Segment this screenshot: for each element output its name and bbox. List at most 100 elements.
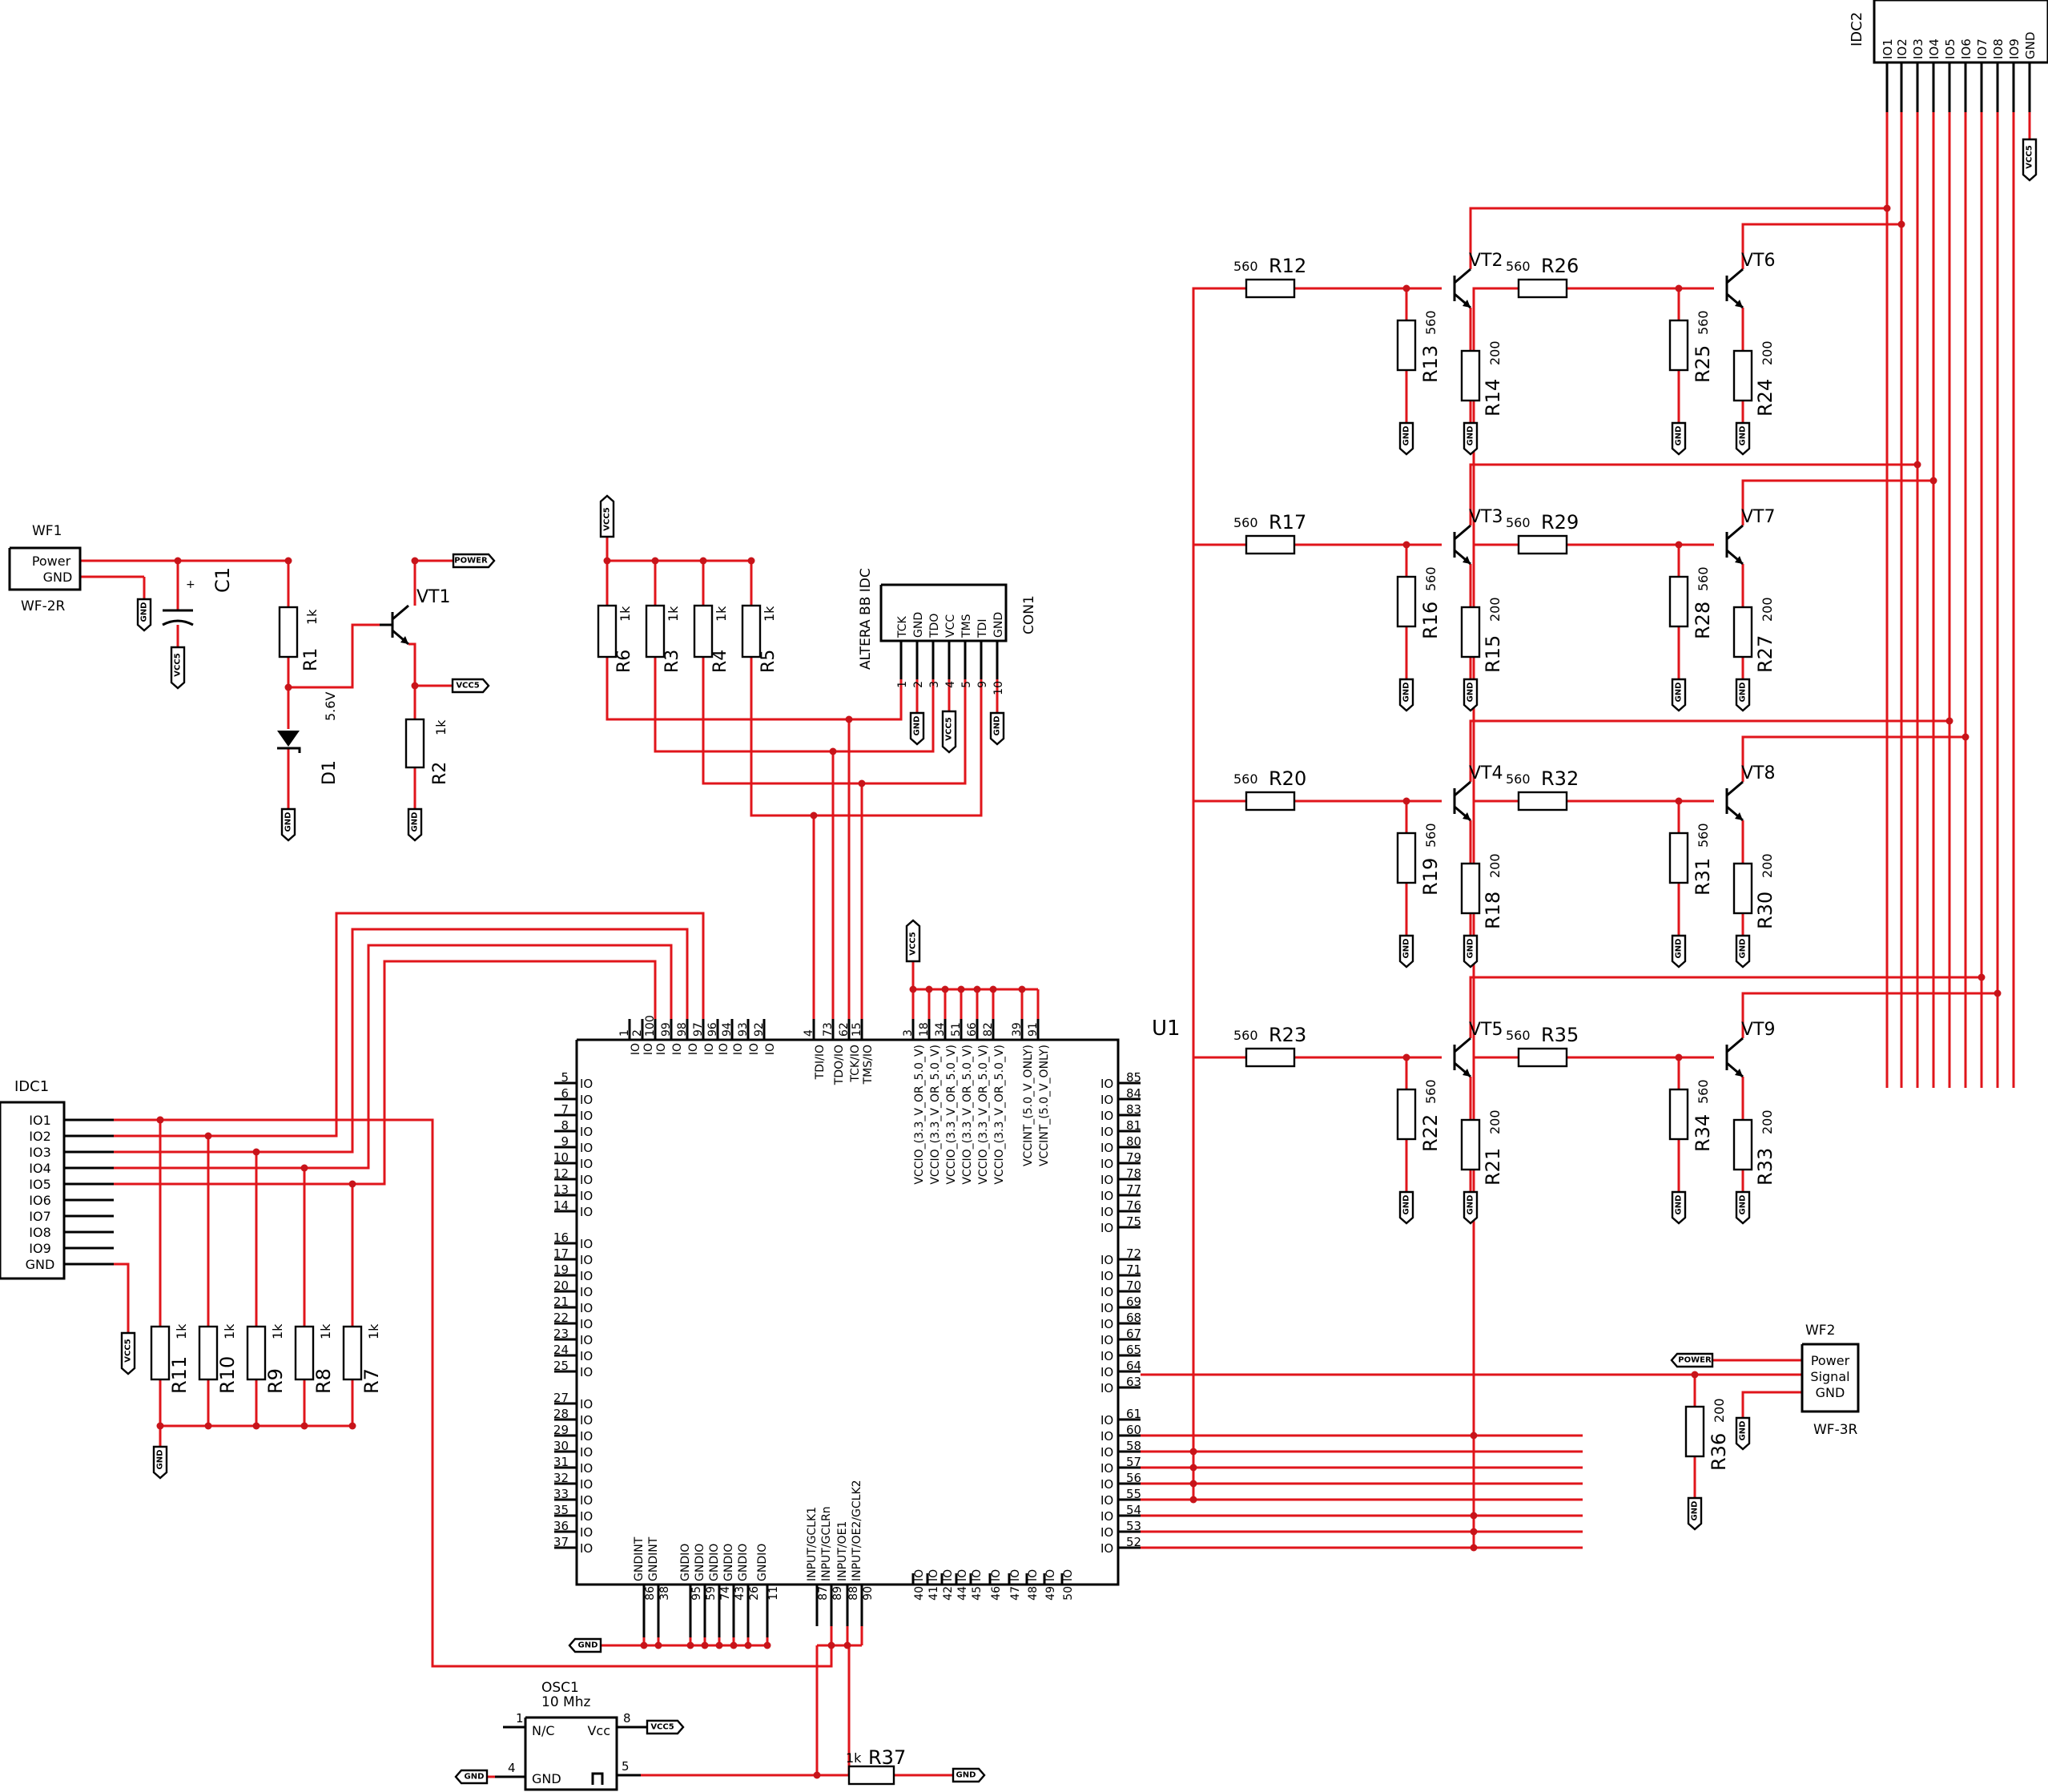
- u1-pin-number: 19: [553, 1262, 569, 1277]
- u1-pin-type: IO: [580, 1541, 593, 1556]
- u1-pin-name: GNDIO: [756, 1544, 769, 1581]
- junction-dot: [989, 985, 997, 993]
- junction-dot: [204, 1422, 212, 1430]
- con1-pin-number: 5: [960, 681, 973, 688]
- junction-dot: [348, 1180, 356, 1188]
- u1-pin-type: IO: [580, 1077, 593, 1091]
- u1-pin-type: IO: [580, 1461, 593, 1476]
- idc2-box: [1873, 0, 2048, 64]
- junction-dot: [925, 985, 933, 993]
- idc2-pin-name: GND: [2023, 32, 2038, 59]
- u1-pin-number: 60: [1126, 1423, 1141, 1437]
- u1-pin-number: 47: [1009, 1586, 1022, 1601]
- junction-dot: [686, 1641, 694, 1649]
- base-resistor-designator: R23: [1269, 1024, 1306, 1046]
- pulldown-designator: R10: [216, 1356, 239, 1394]
- transistor-collector: [1726, 268, 1744, 284]
- u1-pin-number: 59: [705, 1586, 718, 1601]
- u1-pin-number: 98: [676, 1022, 689, 1037]
- junction-dot: [1994, 989, 2002, 997]
- u1-pin-type: IO: [1100, 1157, 1113, 1171]
- u1-pin-type: IO: [1100, 1141, 1113, 1155]
- u1-pin-type: IO: [655, 1043, 668, 1055]
- base-resistor-value: 560: [1233, 515, 1258, 530]
- emitter-resistor-value: 200: [1760, 597, 1775, 622]
- wire: [1469, 976, 1982, 1038]
- con1-pin-number: 2: [912, 681, 925, 688]
- pulldown-value: 1k: [270, 1323, 285, 1339]
- u1-pin-number: 7: [561, 1102, 569, 1117]
- u1-pin-type: IO: [1100, 1269, 1113, 1283]
- vt1-designator: VT1: [416, 587, 451, 607]
- pulldown-value: 1k: [318, 1323, 333, 1339]
- gnd-label: GND: [1735, 934, 1751, 968]
- u1-pin-number: 40: [913, 1586, 926, 1601]
- base-resistor-body: [1517, 1047, 1568, 1068]
- base-resistor-body: [1245, 278, 1296, 299]
- idc2-pin-name: IO7: [1975, 38, 1990, 59]
- r1-value: 1k: [304, 609, 320, 625]
- u1-pin-number: 69: [1126, 1295, 1141, 1309]
- d1-diode: [277, 731, 300, 747]
- power-label: POWER: [452, 553, 496, 569]
- junction-dot: [827, 1641, 835, 1649]
- u1-pin-number: 3: [902, 1029, 915, 1037]
- u1-pin-name: VCCINT_(5.0_V_ONLY): [1038, 1045, 1051, 1166]
- net-label-text: GND: [1675, 683, 1684, 703]
- net-label-text: GND: [1467, 426, 1475, 446]
- idc1-pin-name: IO3: [29, 1145, 51, 1160]
- wf2-box: [1801, 1343, 1860, 1413]
- con1-pin-name: TDO: [928, 614, 941, 638]
- u1-pin-type: IO: [580, 1397, 593, 1411]
- osc1-pin-number: 8: [623, 1711, 631, 1726]
- u1-body: [575, 1038, 1120, 1586]
- transistor-collector: [1454, 1037, 1471, 1053]
- u1-pin-number: 31: [553, 1455, 569, 1469]
- net-label-text: GND: [1402, 683, 1411, 703]
- con1-pin-name: TMS: [960, 614, 973, 638]
- u1-pin-type: IO: [580, 1269, 593, 1283]
- net-label-text: GND: [1675, 939, 1684, 959]
- wf1-pin-power: Power: [32, 554, 71, 569]
- net-label-text: GND: [1467, 683, 1475, 703]
- transistor-collector: [1454, 780, 1471, 797]
- net-label-text: GND: [140, 602, 149, 622]
- jtag-pullup-body: [597, 604, 618, 658]
- u1-pin-number: 90: [862, 1586, 875, 1601]
- emitter-resistor-designator: R24: [1754, 379, 1776, 417]
- junction-dot: [1675, 1053, 1683, 1061]
- u1-pin-name: INPUT/GCLK1: [806, 1507, 819, 1581]
- junction-dot: [1470, 1544, 1478, 1552]
- wire: [1469, 463, 1917, 526]
- u1-pin-type: IO: [1027, 1569, 1040, 1581]
- base-resistor-designator: R17: [1269, 511, 1306, 534]
- jtag-pullup-value: 1k: [762, 606, 777, 622]
- junction-dot: [701, 1641, 709, 1649]
- jtag-pullup-body: [645, 604, 666, 658]
- u1-pin-number: 84: [1126, 1086, 1141, 1101]
- driver-transistor: [1453, 780, 1471, 822]
- net-label-text: GND: [1739, 426, 1748, 446]
- u1-pin-number: 63: [1126, 1375, 1141, 1389]
- idc1-pin-name: IO8: [29, 1225, 51, 1240]
- con1-pin-name: TDI: [976, 619, 989, 638]
- u1-pin-type: IO: [990, 1569, 1003, 1581]
- net-label-text: GND: [1402, 426, 1411, 446]
- transistor-designator: VT7: [1741, 507, 1776, 527]
- gnd-label: GND: [1398, 678, 1414, 712]
- emitter-resistor-designator: R30: [1754, 892, 1776, 929]
- u1-pin-type: IO: [1100, 1109, 1113, 1123]
- base-resistor-body: [1517, 534, 1568, 555]
- pulldown-designator: R28: [1692, 602, 1714, 639]
- u1-pin-type: IO: [580, 1125, 593, 1139]
- gnd-label: GND: [136, 598, 152, 632]
- idc1-pin-name: IO5: [29, 1177, 51, 1192]
- base-resistor-designator: R20: [1269, 767, 1306, 790]
- junction-dots: [156, 204, 2002, 1779]
- gnd-label: GND: [909, 711, 925, 746]
- con1-pin-number: 1: [896, 681, 909, 688]
- wire: [1192, 543, 1246, 1452]
- junction-dot: [1675, 797, 1683, 805]
- u1-pin-number: 44: [956, 1586, 969, 1601]
